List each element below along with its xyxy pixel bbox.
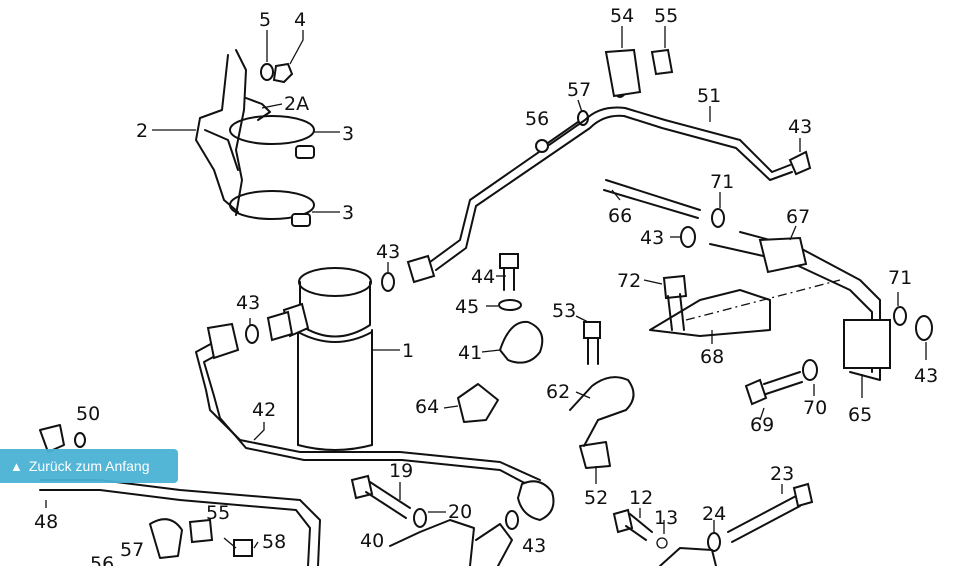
callout-label: 69 bbox=[750, 414, 774, 436]
callout-label: 1 bbox=[402, 340, 414, 362]
callout-label: 71 bbox=[710, 171, 734, 193]
callout-label: 43 bbox=[788, 116, 812, 138]
callout-label: 57 bbox=[120, 539, 144, 561]
callout-label: 12 bbox=[629, 487, 653, 509]
callout-label: 67 bbox=[786, 206, 810, 228]
callout-label: 24 bbox=[702, 503, 726, 525]
callout-label: 54 bbox=[610, 5, 634, 27]
bolt-69 bbox=[744, 359, 818, 406]
callout-label: 71 bbox=[888, 267, 912, 289]
callout-label: 41 bbox=[458, 342, 482, 364]
receiver-drier bbox=[245, 267, 373, 451]
callout-label: 43 bbox=[640, 227, 664, 249]
callout-label: 55 bbox=[654, 5, 678, 27]
callout-label: 72 bbox=[617, 270, 641, 292]
callout-label: 57 bbox=[567, 79, 591, 101]
callout-label: 68 bbox=[700, 346, 724, 368]
callout-label: 62 bbox=[546, 381, 570, 403]
callouts: 5 4 2A 2 3 3 54 55 57 56 51 43 71 66 67 … bbox=[34, 5, 938, 566]
back-to-top-label: Zurück zum Anfang bbox=[28, 458, 150, 474]
pipe-65-assembly bbox=[603, 179, 933, 381]
callout-label: 40 bbox=[360, 530, 384, 552]
callout-label: 56 bbox=[525, 108, 549, 130]
callout-label: 13 bbox=[654, 507, 678, 529]
pipe-51 bbox=[381, 48, 812, 292]
chevron-up-icon: ▲ bbox=[10, 458, 23, 474]
callout-label: 45 bbox=[455, 296, 479, 318]
callout-label: 55 bbox=[206, 502, 230, 524]
callout-label: 2 bbox=[136, 120, 148, 142]
callout-label: 43 bbox=[522, 535, 546, 557]
callout-label: 66 bbox=[608, 205, 632, 227]
callout-label: 44 bbox=[471, 266, 495, 288]
callout-label: 4 bbox=[294, 9, 306, 31]
callout-label: 3 bbox=[342, 123, 354, 145]
callout-label: 70 bbox=[803, 397, 827, 419]
callout-label: 5 bbox=[259, 9, 271, 31]
callout-label: 2A bbox=[284, 93, 309, 115]
pipe-42 bbox=[195, 322, 555, 522]
callout-label: 51 bbox=[697, 85, 721, 107]
callout-label: 64 bbox=[415, 396, 439, 418]
bracket-assembly bbox=[195, 49, 315, 227]
callout-label: 20 bbox=[448, 501, 472, 523]
callout-label: 43 bbox=[914, 365, 938, 387]
leader-lines bbox=[45, 26, 927, 549]
back-to-top-button[interactable]: ▲ Zurück zum Anfang bbox=[0, 449, 178, 483]
callout-label: 43 bbox=[376, 241, 400, 263]
callout-label: 48 bbox=[34, 511, 58, 533]
callout-label: 65 bbox=[848, 404, 872, 426]
callout-label: 58 bbox=[262, 531, 286, 553]
callout-label: 42 bbox=[252, 399, 276, 421]
bracket-68 bbox=[649, 274, 841, 337]
callout-label: 50 bbox=[76, 403, 100, 425]
callout-label: 19 bbox=[389, 460, 413, 482]
callout-label: 53 bbox=[552, 300, 576, 322]
callout-label: 23 bbox=[770, 463, 794, 485]
clamps-and-bolts bbox=[457, 253, 635, 469]
lower-left-parts bbox=[39, 424, 519, 566]
callout-label: 56 bbox=[90, 553, 114, 566]
callout-label: 43 bbox=[236, 292, 260, 314]
callout-label: 52 bbox=[584, 487, 608, 509]
callout-label: 3 bbox=[342, 202, 354, 224]
